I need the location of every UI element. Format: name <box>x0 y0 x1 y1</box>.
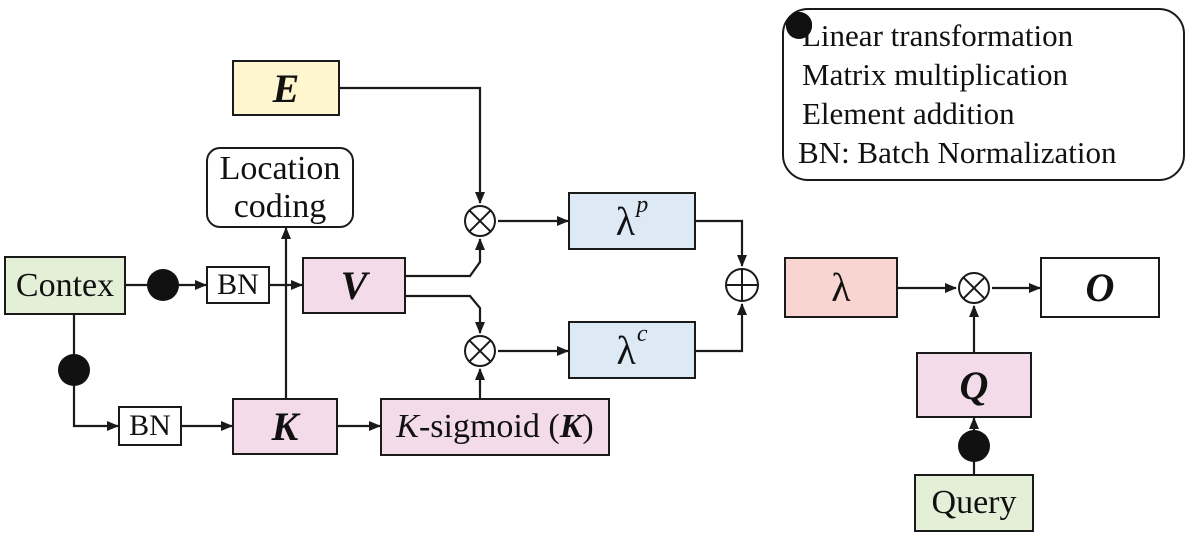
k-node: K <box>232 398 338 455</box>
edge-e-matmul <box>340 86 485 204</box>
k-label: K <box>271 404 299 449</box>
lambda-c-base: λ <box>616 327 636 373</box>
location-coding-line2: coding <box>233 187 327 225</box>
bn-bottom-label: BN <box>129 409 171 442</box>
o-node: O <box>1040 257 1160 318</box>
matmul-node-bottom <box>464 335 496 367</box>
legend-row-bn: BN: Batch Normalization <box>798 133 1183 172</box>
legend-matmul-label: Matrix multiplication <box>802 57 1069 92</box>
contex-node: Contex <box>4 256 126 315</box>
edge-lambdap-add <box>696 219 747 267</box>
k-sigmoid-suffix: ) <box>582 408 594 445</box>
linear-transform-dot-top <box>147 269 179 301</box>
legend-add-label: Element addition <box>802 96 1015 131</box>
location-coding-node: Location coding <box>206 147 354 228</box>
linear-transform-dot-left <box>58 354 90 386</box>
o-label: O <box>1085 265 1115 310</box>
lambda-label: λ <box>831 265 851 310</box>
query-node: Query <box>914 474 1034 532</box>
edge-v-matmul-top <box>406 238 485 278</box>
k-sigmoid-middle: -sigmoid ( <box>418 408 560 445</box>
legend-row-linear: Linear transformation <box>786 13 1183 55</box>
query-label: Query <box>931 484 1017 521</box>
e-node: E <box>232 60 340 116</box>
bn-node-top: BN <box>206 266 270 304</box>
edge-lambdac-add <box>696 303 747 353</box>
lambda-c-sup: c <box>636 320 648 347</box>
add-node <box>725 268 759 302</box>
matmul-node-top <box>464 205 496 237</box>
matmul-node-right <box>958 272 990 304</box>
q-label: Q <box>959 362 989 408</box>
lambda-p-sup: p <box>636 191 649 218</box>
edge-contex-bn-bottom <box>72 315 119 431</box>
location-coding-line1: Location <box>219 149 341 187</box>
bn-top-label: BN <box>217 268 259 301</box>
lambda-node: λ <box>784 257 898 318</box>
edge-v-matmul-bottom <box>406 294 485 334</box>
q-node: Q <box>916 352 1032 418</box>
v-label: V <box>340 263 368 308</box>
k-sigmoid-arg: K <box>559 408 583 445</box>
legend-row-add: Element addition <box>786 12 1183 133</box>
linear-transform-dot-query <box>958 430 990 462</box>
bn-node-bottom: BN <box>118 406 182 446</box>
k-sigmoid-node: K-sigmoid (K) <box>380 398 610 456</box>
contex-label: Contex <box>15 266 115 304</box>
legend: Linear transformation Matrix multiplicat… <box>782 8 1185 181</box>
k-sigmoid-prefix: K <box>396 408 419 445</box>
e-label: E <box>272 65 300 111</box>
v-node: V <box>302 257 406 314</box>
lambda-p-base: λ <box>615 198 636 244</box>
legend-linear-label: Linear transformation <box>802 18 1074 53</box>
legend-row-matmul: Matrix multiplication <box>786 12 1183 94</box>
legend-bn-label: BN: Batch Normalization <box>798 135 1117 170</box>
